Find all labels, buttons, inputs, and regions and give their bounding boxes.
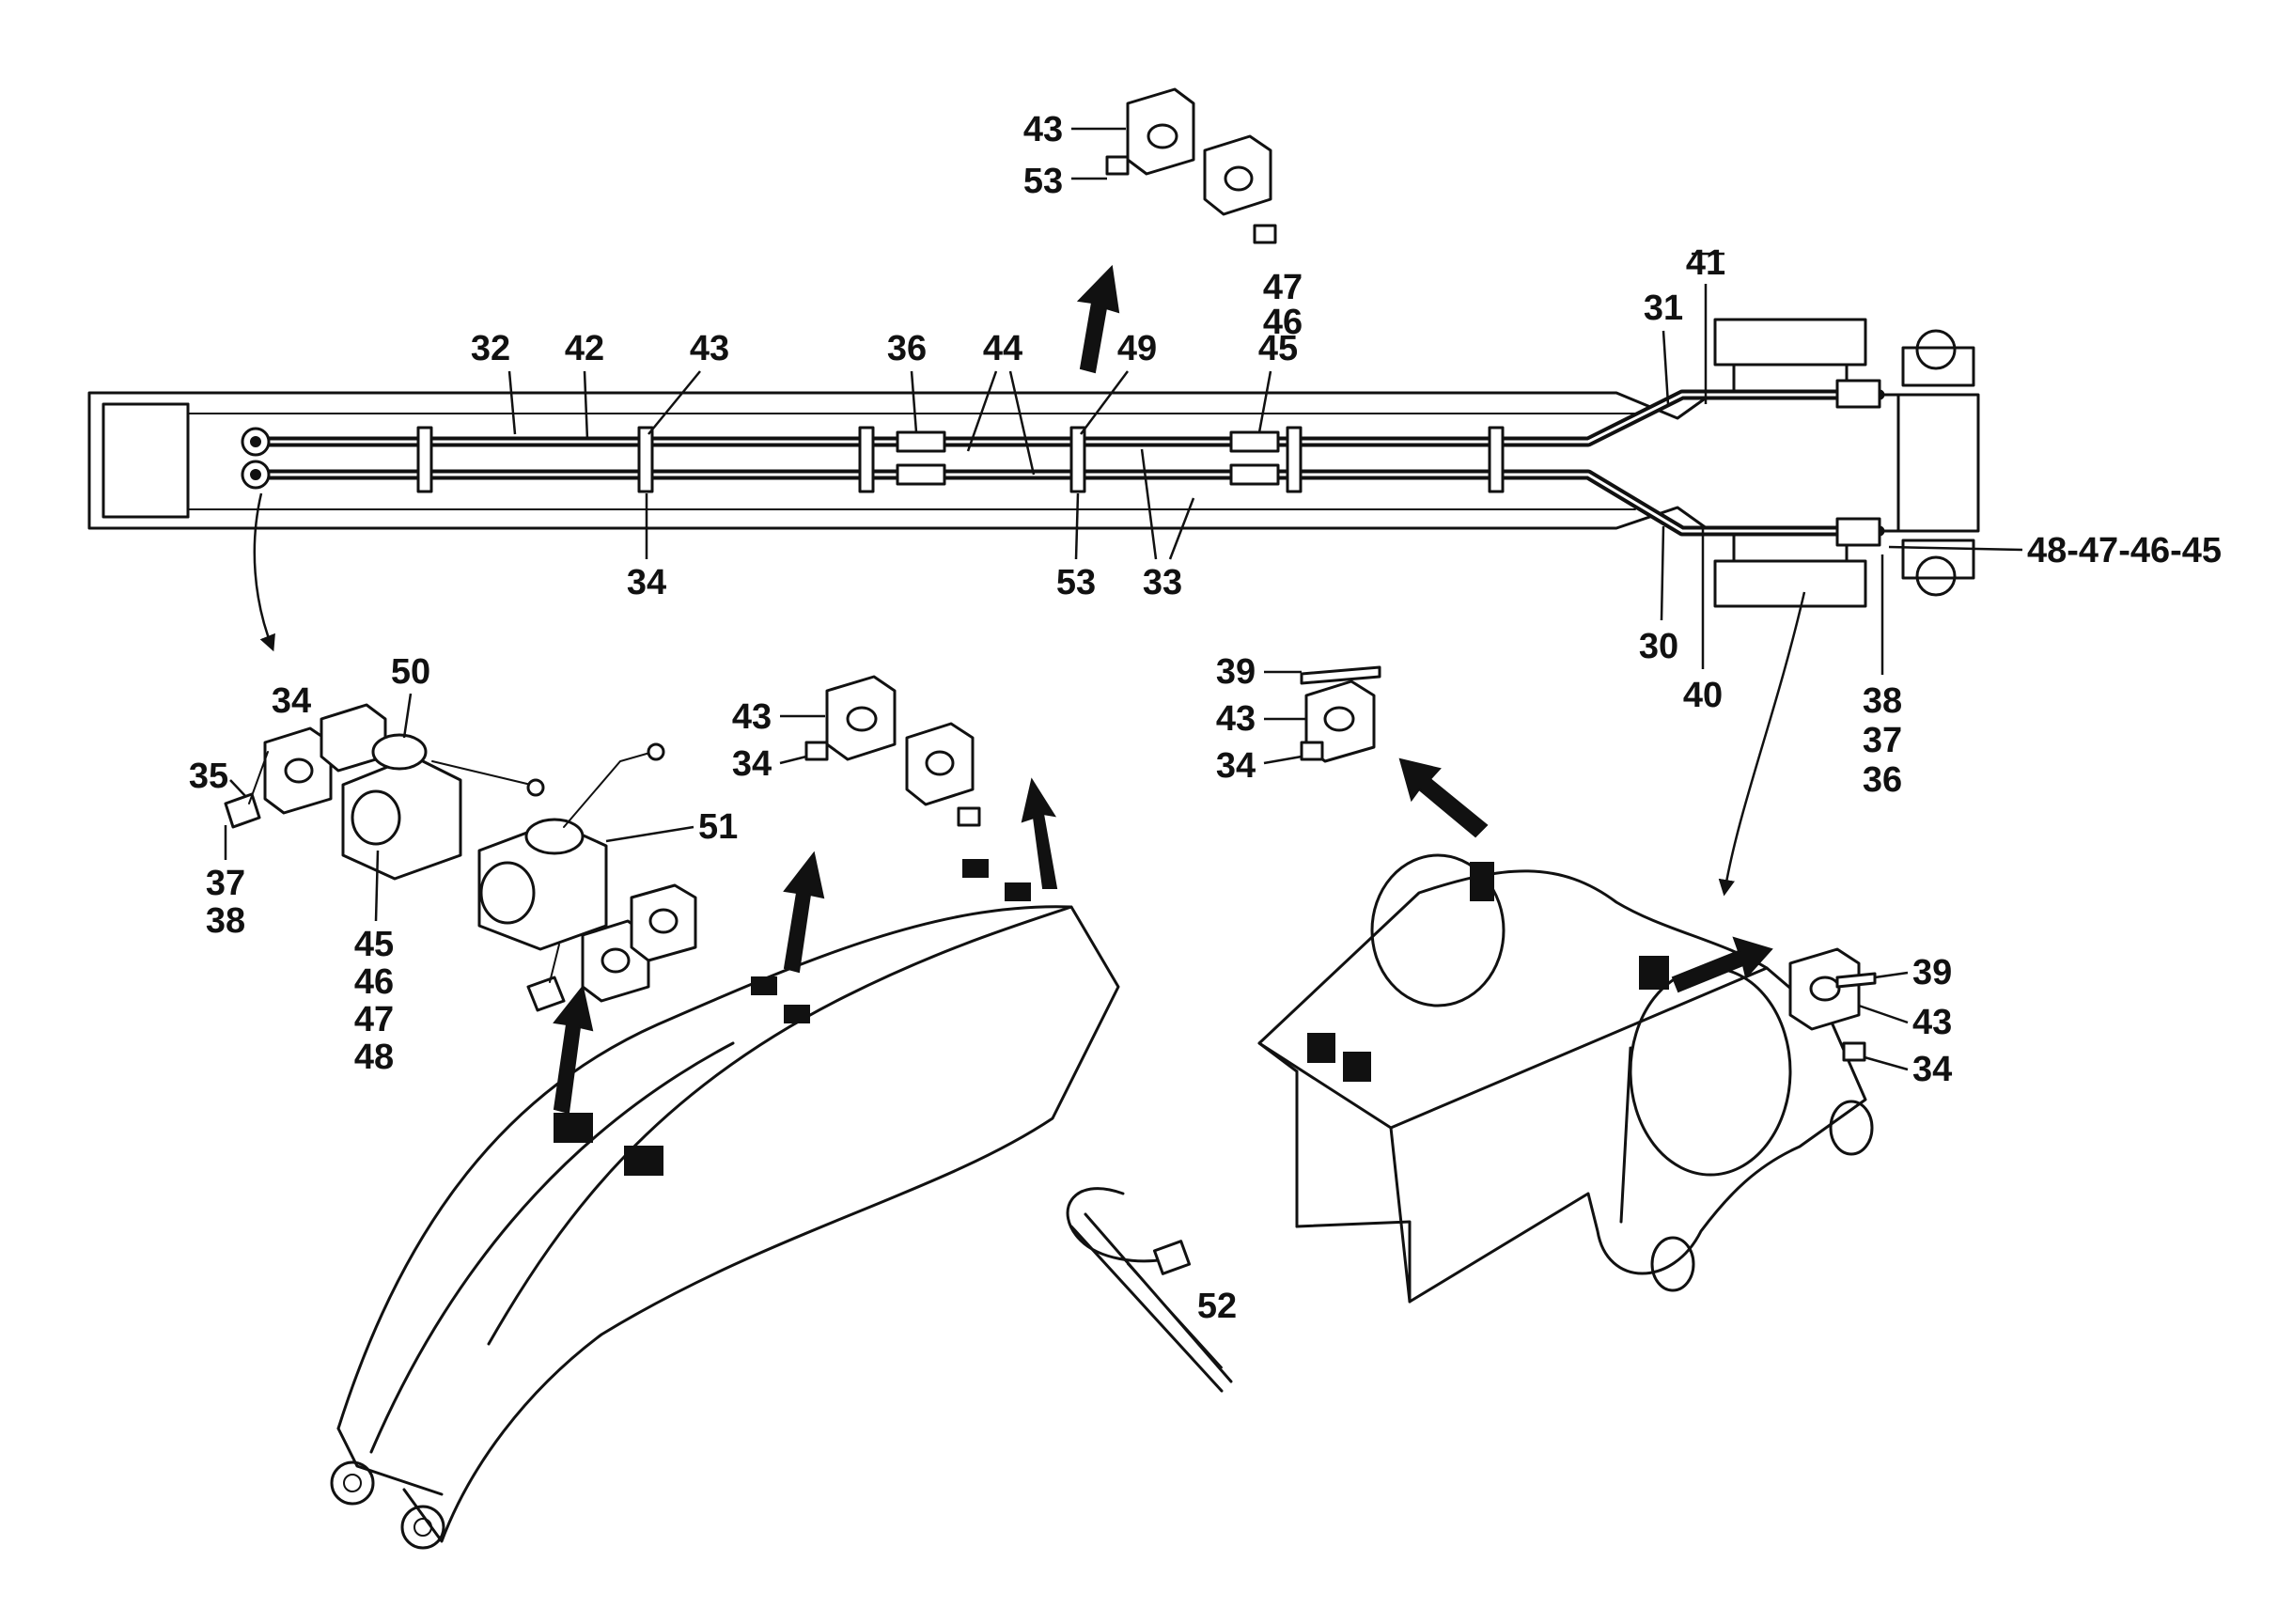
- callout-47-top: 47: [1263, 268, 1303, 307]
- callout-34-valve: 34: [272, 681, 311, 721]
- boom-plan-view: [87, 318, 1980, 608]
- callout-46-top: 46: [1263, 303, 1303, 342]
- callout-43-top: 43: [1023, 110, 1063, 149]
- boom-callouts: 32 42 43 36 44 49 45 31 41 34 53 33 30 4…: [471, 243, 2222, 800]
- arm-hose-clamps: [554, 859, 1031, 1176]
- callout-53-boom: 53: [1056, 563, 1096, 602]
- hydraulic-hose-pair: [241, 389, 1885, 537]
- callout-34-boom: 34: [627, 563, 666, 602]
- callout-34-side: 34: [1912, 1050, 1952, 1089]
- boom-base-view: [1257, 591, 1874, 1304]
- valve-group-exploded: 34 50 35 37 38 51 45 46 47 48: [189, 492, 738, 1077]
- clamp-detail-top: 43 53 47 46: [1023, 87, 1303, 374]
- callout-31: 31: [1644, 289, 1683, 328]
- callout-43-boom: 43: [690, 329, 729, 368]
- callout-42: 42: [565, 329, 604, 368]
- callout-51: 51: [698, 807, 738, 847]
- callout-43-right: 43: [1216, 699, 1256, 739]
- callout-41: 41: [1686, 243, 1725, 283]
- callout-43-mid: 43: [732, 697, 772, 737]
- callout-52: 52: [1197, 1287, 1237, 1326]
- callout-48-valve: 48: [354, 1038, 394, 1077]
- callout-48-47-46-45: 48-47-46-45: [2027, 531, 2222, 570]
- callout-53-top: 53: [1023, 162, 1063, 201]
- callout-38-boom: 38: [1863, 681, 1902, 721]
- callout-44: 44: [983, 329, 1022, 368]
- callout-34-mid: 34: [732, 744, 772, 784]
- callout-36-boom: 36: [887, 329, 927, 368]
- callout-45-valve: 45: [354, 925, 394, 964]
- callout-37-boom: 37: [1863, 721, 1902, 760]
- callout-37-valve: 37: [206, 864, 245, 903]
- callout-47-valve: 47: [354, 1000, 394, 1039]
- clamp-detail-middle: 43 34: [732, 675, 981, 827]
- callout-49: 49: [1117, 329, 1157, 368]
- callout-39-right: 39: [1216, 652, 1256, 692]
- boom-arm-side-view: [330, 777, 1120, 1550]
- callout-43-side: 43: [1912, 1003, 1952, 1042]
- callout-32: 32: [471, 329, 510, 368]
- callout-39-side: 39: [1912, 953, 1952, 992]
- callout-30: 30: [1639, 627, 1678, 666]
- callout-50: 50: [391, 652, 430, 692]
- clamp-detail-right-side: 39 43 34: [1788, 947, 1952, 1089]
- callout-33: 33: [1143, 563, 1182, 602]
- callout-35: 35: [189, 757, 228, 796]
- hose-clamps-on-boom: [416, 379, 1881, 547]
- callout-40: 40: [1683, 676, 1723, 715]
- cable-tie-detail: 52: [1066, 1187, 1237, 1393]
- callout-38-valve: 38: [206, 901, 245, 941]
- clamp-detail-right-top: 39 43 34: [1216, 652, 1381, 786]
- callout-45-boom: 45: [1258, 329, 1298, 368]
- callout-34-right: 34: [1216, 746, 1256, 786]
- callout-36-boom-right: 36: [1863, 760, 1902, 800]
- callout-46-valve: 46: [354, 962, 394, 1002]
